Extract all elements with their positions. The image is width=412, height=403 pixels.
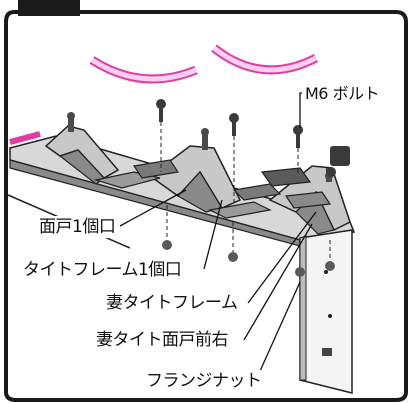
leader-lines [119, 92, 317, 381]
m6-bolt-label: M6 ボルト [302, 83, 383, 105]
dashed-guides [160, 122, 331, 268]
flange-nut-label: フランジナット [143, 370, 265, 392]
ridge-cover-label: 面戸1個口 [36, 216, 119, 238]
tie-frame-center [148, 128, 242, 213]
end-panel [299, 229, 353, 394]
end-tie-frame-label: 妻タイトフレーム [103, 292, 241, 314]
flange-nuts [162, 240, 335, 277]
tie-frame-label: タイトフレーム1個口 [20, 259, 185, 281]
ridge-cover-plates [93, 159, 332, 219]
tie-frame-left [44, 112, 120, 185]
diagram-frame [4, 0, 408, 402]
end-tie-ridge-right-label: 妻タイト面戸前右 [93, 329, 231, 351]
curved-arc-right [211, 44, 319, 75]
curved-arc-left [89, 56, 198, 84]
